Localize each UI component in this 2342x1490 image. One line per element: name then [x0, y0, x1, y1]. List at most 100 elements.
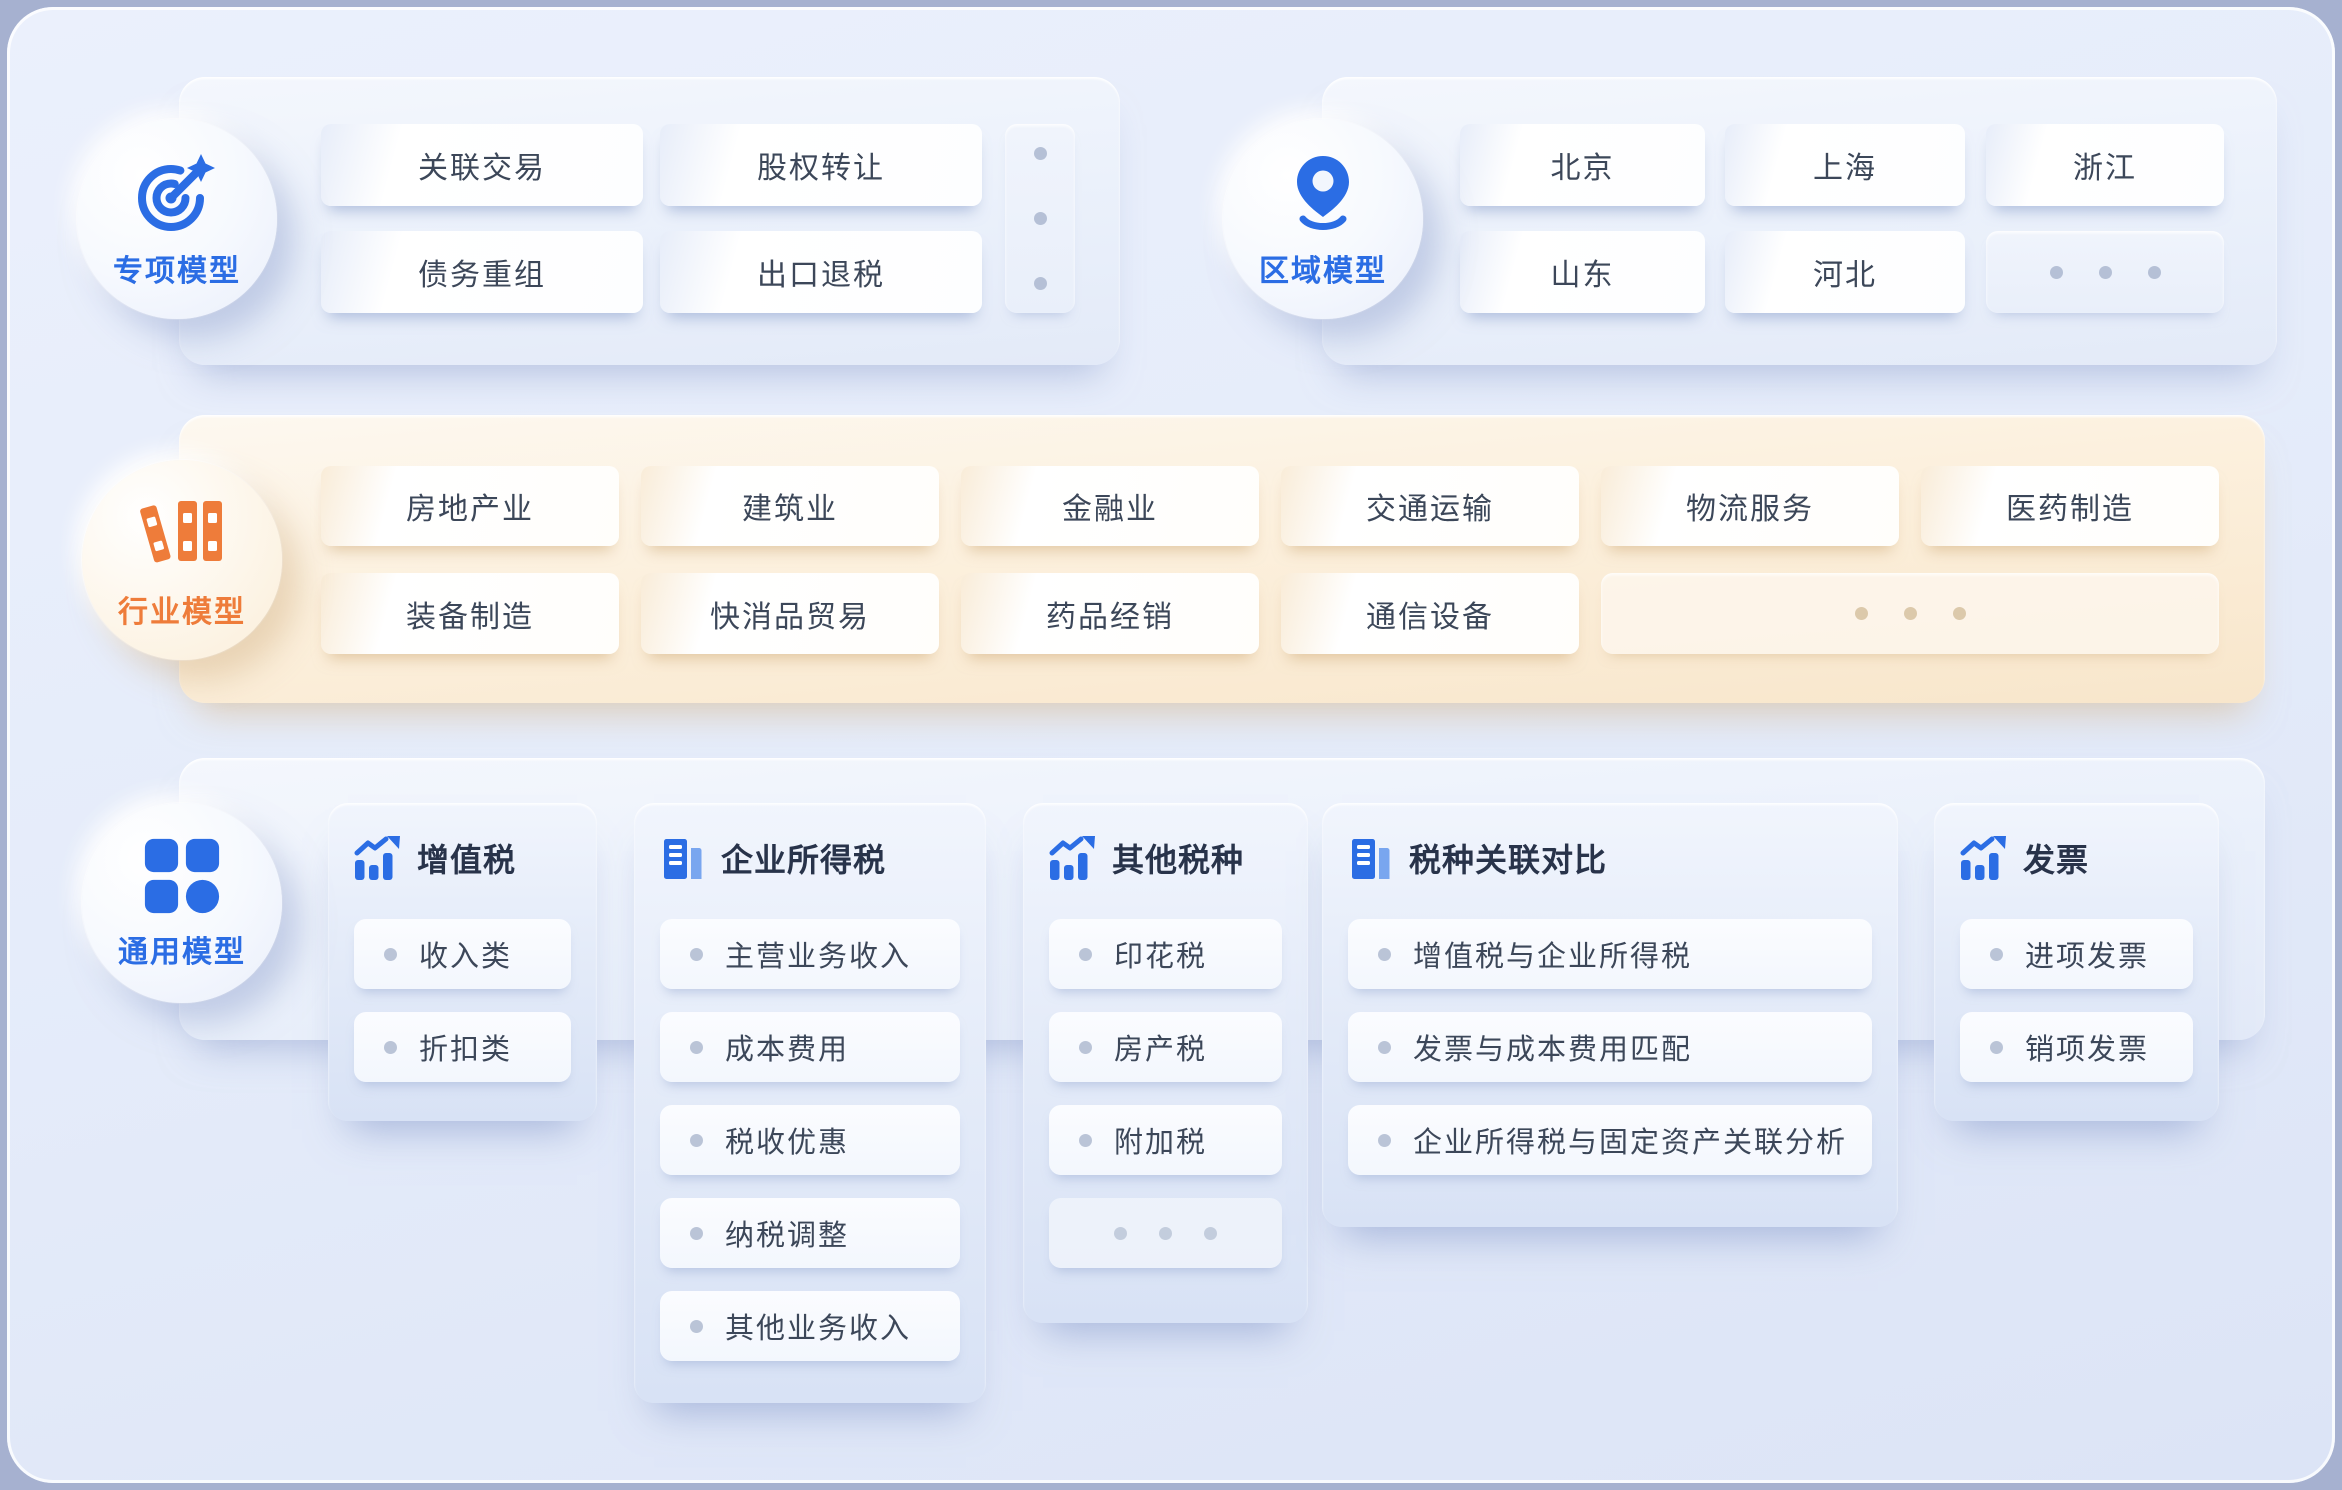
more-button[interactable] — [1986, 231, 2224, 313]
model-chip[interactable]: 房地产业 — [321, 466, 619, 546]
card-item-label: 主营业务收入 — [725, 941, 912, 973]
model-chip[interactable]: 快消品贸易 — [641, 573, 939, 654]
card-item[interactable]: 销项发票 — [1960, 1012, 2193, 1082]
card-item[interactable]: 增值税与企业所得税 — [1348, 919, 1872, 989]
model-chip[interactable]: 上海 — [1725, 124, 1965, 206]
ellipsis-dot — [1159, 1226, 1172, 1240]
office-building-icon — [1348, 836, 1393, 881]
card-header: 增值税 — [354, 833, 571, 883]
ellipsis-dot — [2147, 265, 2161, 279]
model-chip[interactable]: 出口退税 — [660, 231, 982, 313]
ellipsis-dot — [1033, 147, 1047, 160]
bullet-dot — [1990, 947, 2003, 961]
bar-chart-trend-icon — [1049, 835, 1096, 881]
bullet-dot — [384, 1040, 397, 1054]
bullet-dot — [1378, 947, 1391, 961]
grid-icon — [141, 835, 223, 917]
card-item-label: 企业所得税与固定资产关联分析 — [1413, 1127, 1848, 1159]
ellipsis-dot — [2098, 265, 2112, 279]
bullet-dot — [690, 1040, 703, 1054]
model-chip[interactable]: 医药制造 — [1921, 466, 2219, 546]
region-models-panel: 北京 上海 浙江 山东 河北 — [1322, 77, 2277, 365]
special-models-panel: 关联交易 股权转让 债务重组 出口退税 — [179, 77, 1120, 365]
card-item[interactable]: 收入类 — [354, 919, 571, 989]
bar-chart-trend-icon — [1960, 835, 2007, 881]
model-chip[interactable]: 装备制造 — [321, 573, 619, 654]
bullet-dot — [690, 1133, 703, 1147]
card-title: 企业所得税 — [721, 842, 887, 878]
ellipsis-dot — [1952, 607, 1966, 620]
office-building-icon — [660, 836, 705, 881]
card-item-label: 房产税 — [1114, 1034, 1208, 1066]
card-item[interactable]: 纳税调整 — [660, 1198, 960, 1268]
card-title: 税种关联对比 — [1409, 842, 1608, 878]
card-item-label: 其他业务收入 — [725, 1313, 912, 1345]
app-background: 关联交易 股权转让 债务重组 出口退税 专项模型 北京 上海 浙江 山东 河北 — [7, 7, 2335, 1483]
bullet-dot — [690, 1319, 703, 1333]
card-item[interactable]: 折扣类 — [354, 1012, 571, 1082]
more-button[interactable] — [1601, 573, 2219, 654]
model-chip[interactable]: 交通运输 — [1281, 466, 1579, 546]
card-item[interactable]: 主营业务收入 — [660, 919, 960, 989]
card-item[interactable]: 附加税 — [1049, 1105, 1282, 1175]
model-chip[interactable]: 山东 — [1460, 231, 1705, 313]
card-item-label: 成本费用 — [725, 1034, 850, 1066]
card-item[interactable]: 发票与成本费用匹配 — [1348, 1012, 1872, 1082]
model-chip[interactable]: 浙江 — [1986, 124, 2224, 206]
model-chip[interactable]: 药品经销 — [961, 573, 1259, 654]
model-chip[interactable]: 股权转让 — [660, 124, 982, 206]
general-models-badge: 通用模型 — [82, 803, 282, 1003]
model-chip[interactable]: 北京 — [1460, 124, 1705, 206]
ellipsis-dot — [2049, 265, 2063, 279]
card-vat: 增值税 收入类 折扣类 — [328, 803, 597, 1121]
model-chip[interactable]: 通信设备 — [1281, 573, 1579, 654]
bar-chart-trend-icon — [354, 835, 401, 881]
model-chip[interactable]: 建筑业 — [641, 466, 939, 546]
model-chip[interactable]: 债务重组 — [321, 231, 643, 313]
bullet-dot — [1378, 1133, 1391, 1147]
bullet-dot — [1079, 1040, 1092, 1054]
model-chip[interactable]: 关联交易 — [321, 124, 643, 206]
card-item[interactable]: 印花税 — [1049, 919, 1282, 989]
more-button[interactable] — [1049, 1198, 1282, 1268]
card-item[interactable]: 成本费用 — [660, 1012, 960, 1082]
card-item[interactable]: 房产税 — [1049, 1012, 1282, 1082]
card-item-label: 发票与成本费用匹配 — [1413, 1034, 1693, 1066]
bullet-dot — [1079, 947, 1092, 961]
ellipsis-dot — [1204, 1226, 1217, 1240]
model-chip[interactable]: 河北 — [1725, 231, 1965, 313]
card-item[interactable]: 税收优惠 — [660, 1105, 960, 1175]
ellipsis-dot — [1033, 212, 1047, 225]
card-item[interactable]: 企业所得税与固定资产关联分析 — [1348, 1105, 1872, 1175]
ellipsis-dot — [1033, 277, 1047, 290]
card-item-label: 附加税 — [1114, 1127, 1208, 1159]
card-item[interactable]: 进项发票 — [1960, 919, 2193, 989]
card-item-label: 销项发票 — [2025, 1034, 2150, 1066]
model-chip[interactable]: 金融业 — [961, 466, 1259, 546]
industry-models-badge: 行业模型 — [82, 460, 282, 660]
card-title: 增值税 — [417, 842, 517, 878]
bullet-dot — [384, 947, 397, 961]
more-button[interactable] — [1005, 124, 1075, 313]
target-dart-icon — [133, 148, 221, 236]
bullet-dot — [1990, 1040, 2003, 1054]
bullet-dot — [1079, 1133, 1092, 1147]
model-chip[interactable]: 物流服务 — [1601, 466, 1899, 546]
region-models-badge: 区域模型 — [1223, 119, 1423, 319]
card-item-label: 折扣类 — [419, 1034, 513, 1066]
bullet-dot — [1378, 1040, 1391, 1054]
card-header: 其他税种 — [1049, 833, 1282, 883]
card-title: 发票 — [2023, 842, 2090, 878]
badge-label: 通用模型 — [118, 936, 246, 969]
ellipsis-dot — [1854, 607, 1868, 620]
card-item-label: 税收优惠 — [725, 1127, 850, 1159]
card-title: 其他税种 — [1112, 842, 1245, 878]
card-item-label: 收入类 — [419, 941, 513, 973]
books-icon — [132, 489, 232, 577]
badge-label: 专项模型 — [113, 255, 241, 288]
ellipsis-dot — [1903, 607, 1917, 620]
badge-label: 区域模型 — [1259, 255, 1387, 288]
card-item-label: 增值税与企业所得税 — [1413, 941, 1693, 973]
card-item[interactable]: 其他业务收入 — [660, 1291, 960, 1361]
card-header: 企业所得税 — [660, 833, 960, 883]
